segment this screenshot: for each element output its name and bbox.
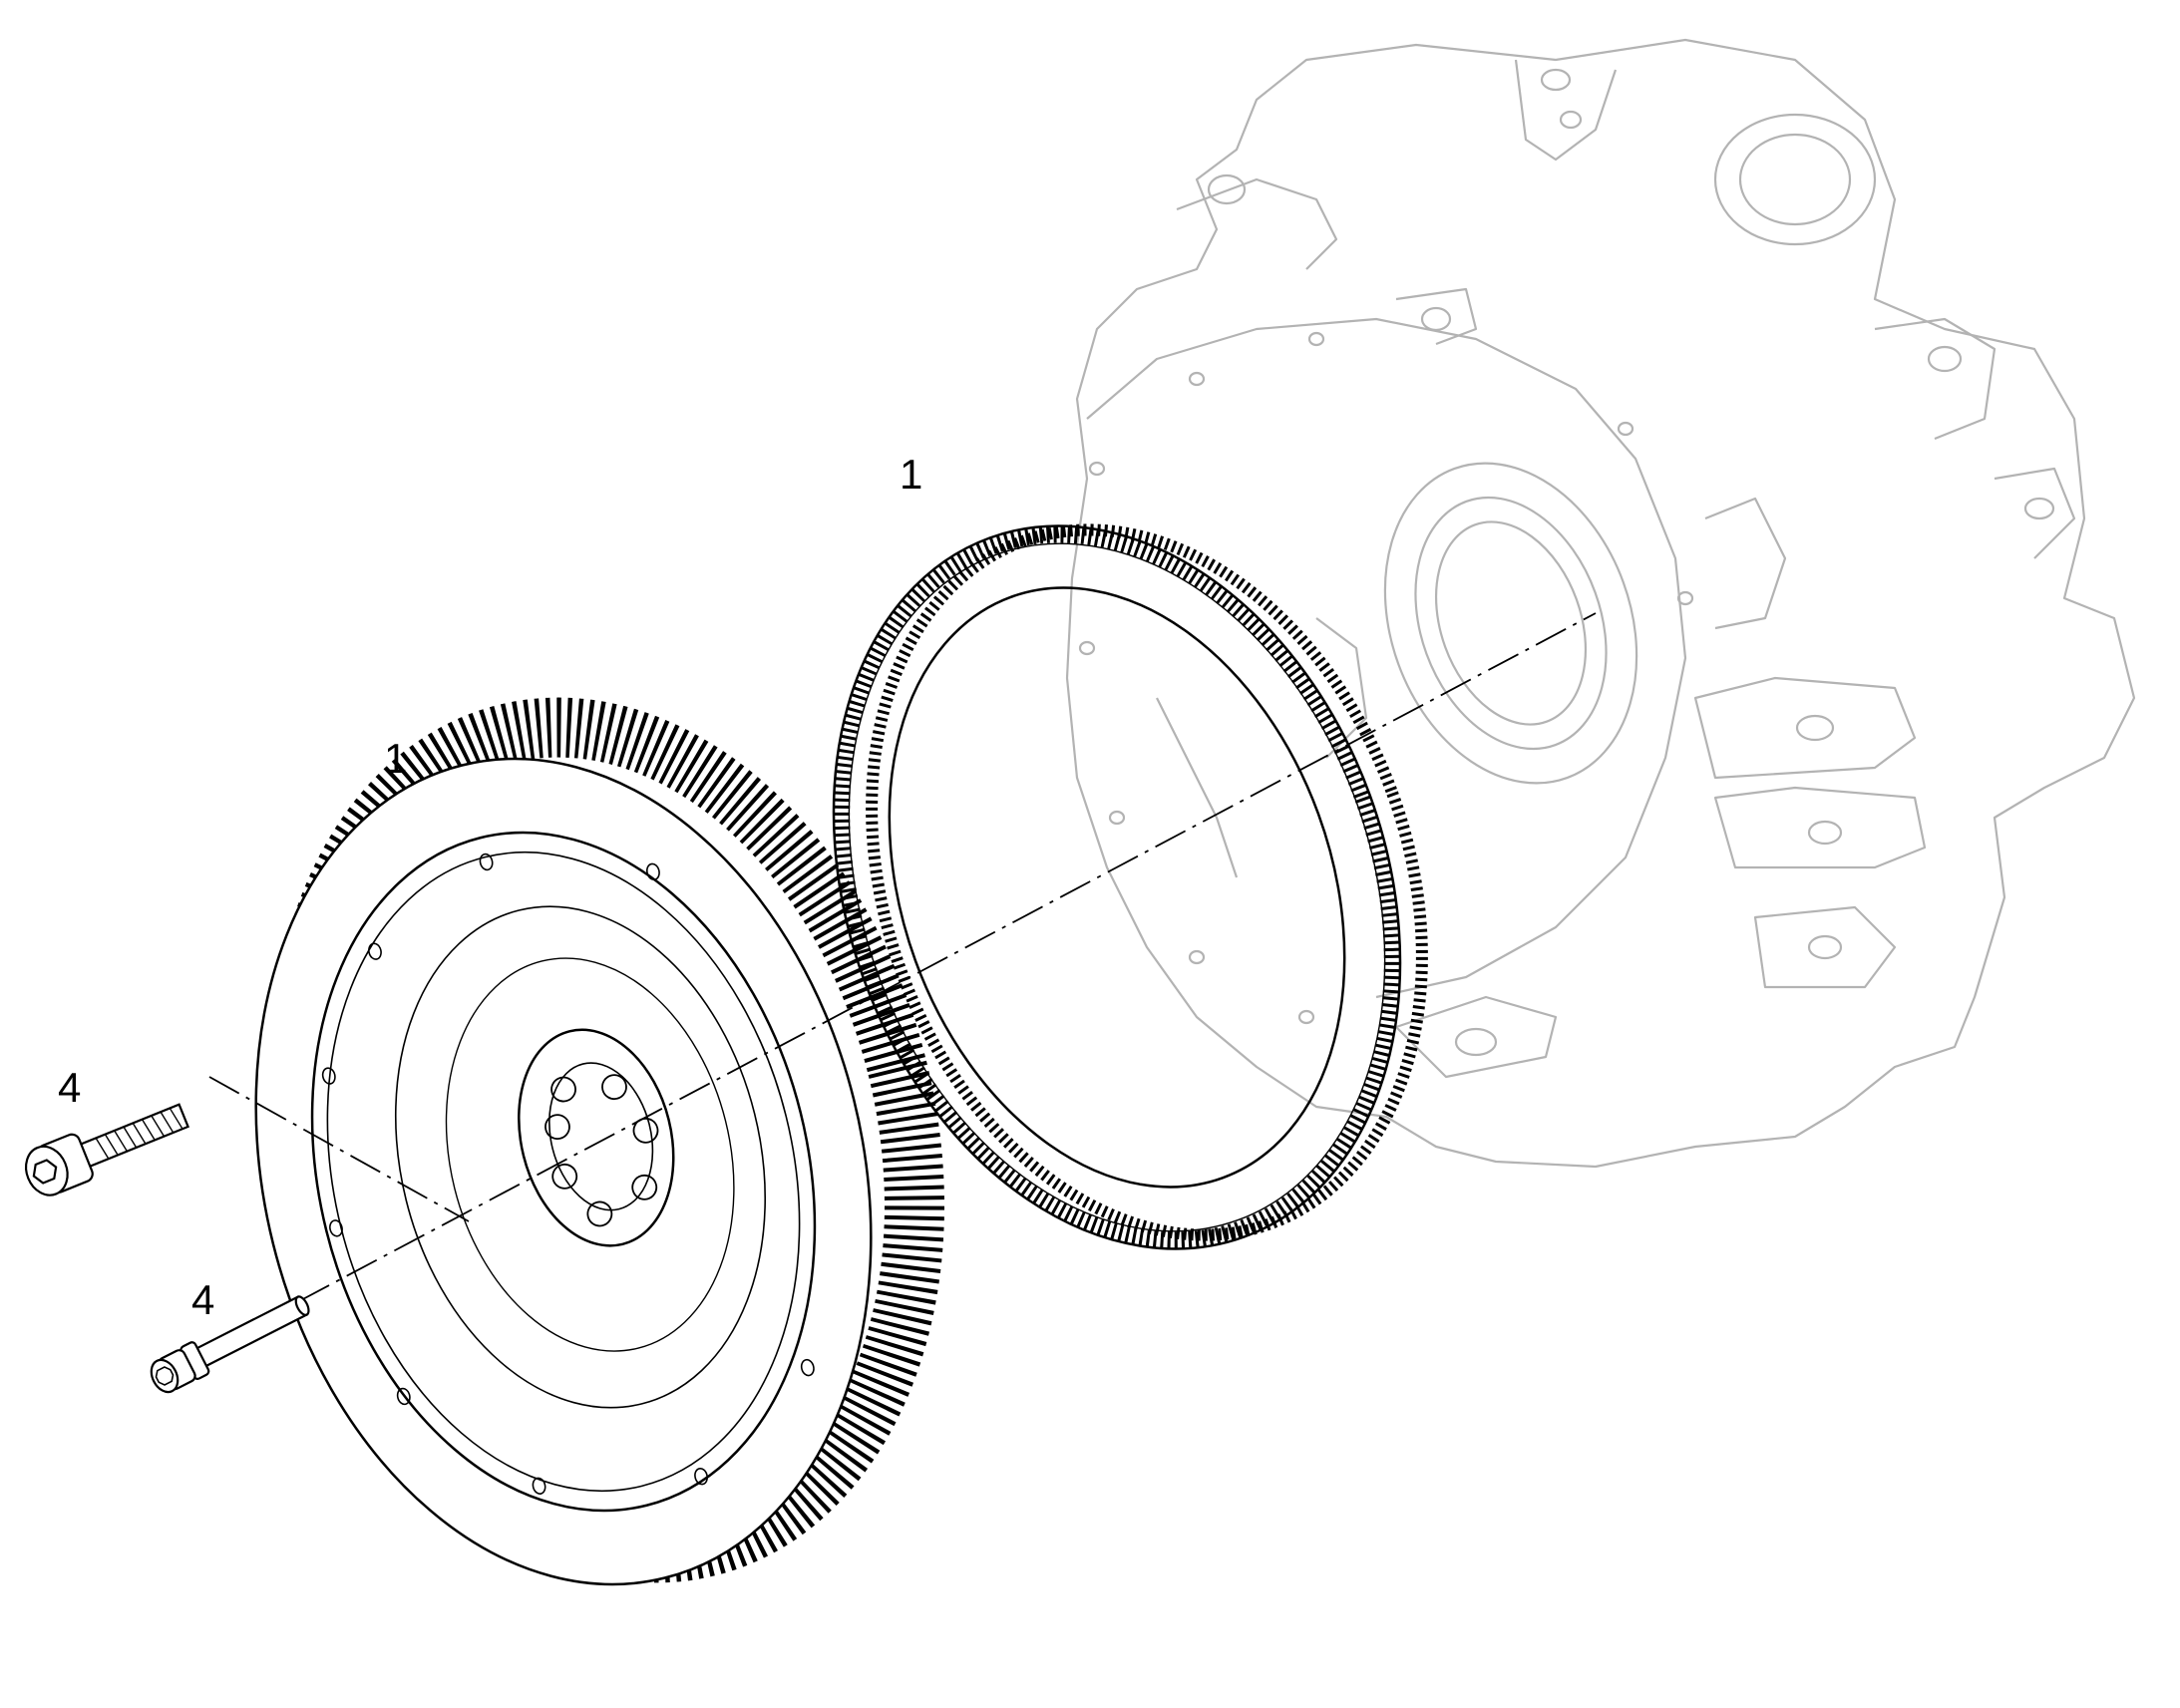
flywheel-recess-inner [445, 957, 735, 1352]
flywheel-mounting-holes [321, 853, 815, 1495]
assembly-axis-lines [208, 612, 1597, 1302]
flywheel-face-ring-inner [326, 851, 801, 1493]
bolt-head-face [150, 1358, 180, 1394]
ring-gear-back-face [777, 452, 1516, 1312]
flywheel [254, 697, 944, 1586]
bolt-head-face [24, 1145, 69, 1196]
socket-head-bolt [24, 1103, 190, 1196]
flywheel-face-ring [310, 831, 817, 1513]
hex-socket [32, 1159, 58, 1185]
main-axis-line [298, 612, 1597, 1302]
bolt-shank [76, 1103, 190, 1170]
ring-gear-inner-edge [888, 586, 1346, 1189]
callout-flywheel: 1 [384, 735, 407, 782]
callout-bolt-lower: 4 [191, 1276, 214, 1323]
callout-ring-gear: 1 [900, 451, 922, 498]
flange-head-bolt [150, 1295, 310, 1394]
flywheel-recess [394, 905, 767, 1409]
upper-bolt-axis-line [208, 1076, 470, 1222]
flywheel-hub-inner [548, 1062, 654, 1211]
twelve-point-socket [155, 1366, 175, 1386]
flywheel-housing [1065, 38, 2136, 1169]
callout-bolt-upper: 4 [58, 1064, 81, 1111]
flywheel-hub-bolts [545, 1074, 659, 1227]
flywheel-hub [518, 1028, 675, 1247]
